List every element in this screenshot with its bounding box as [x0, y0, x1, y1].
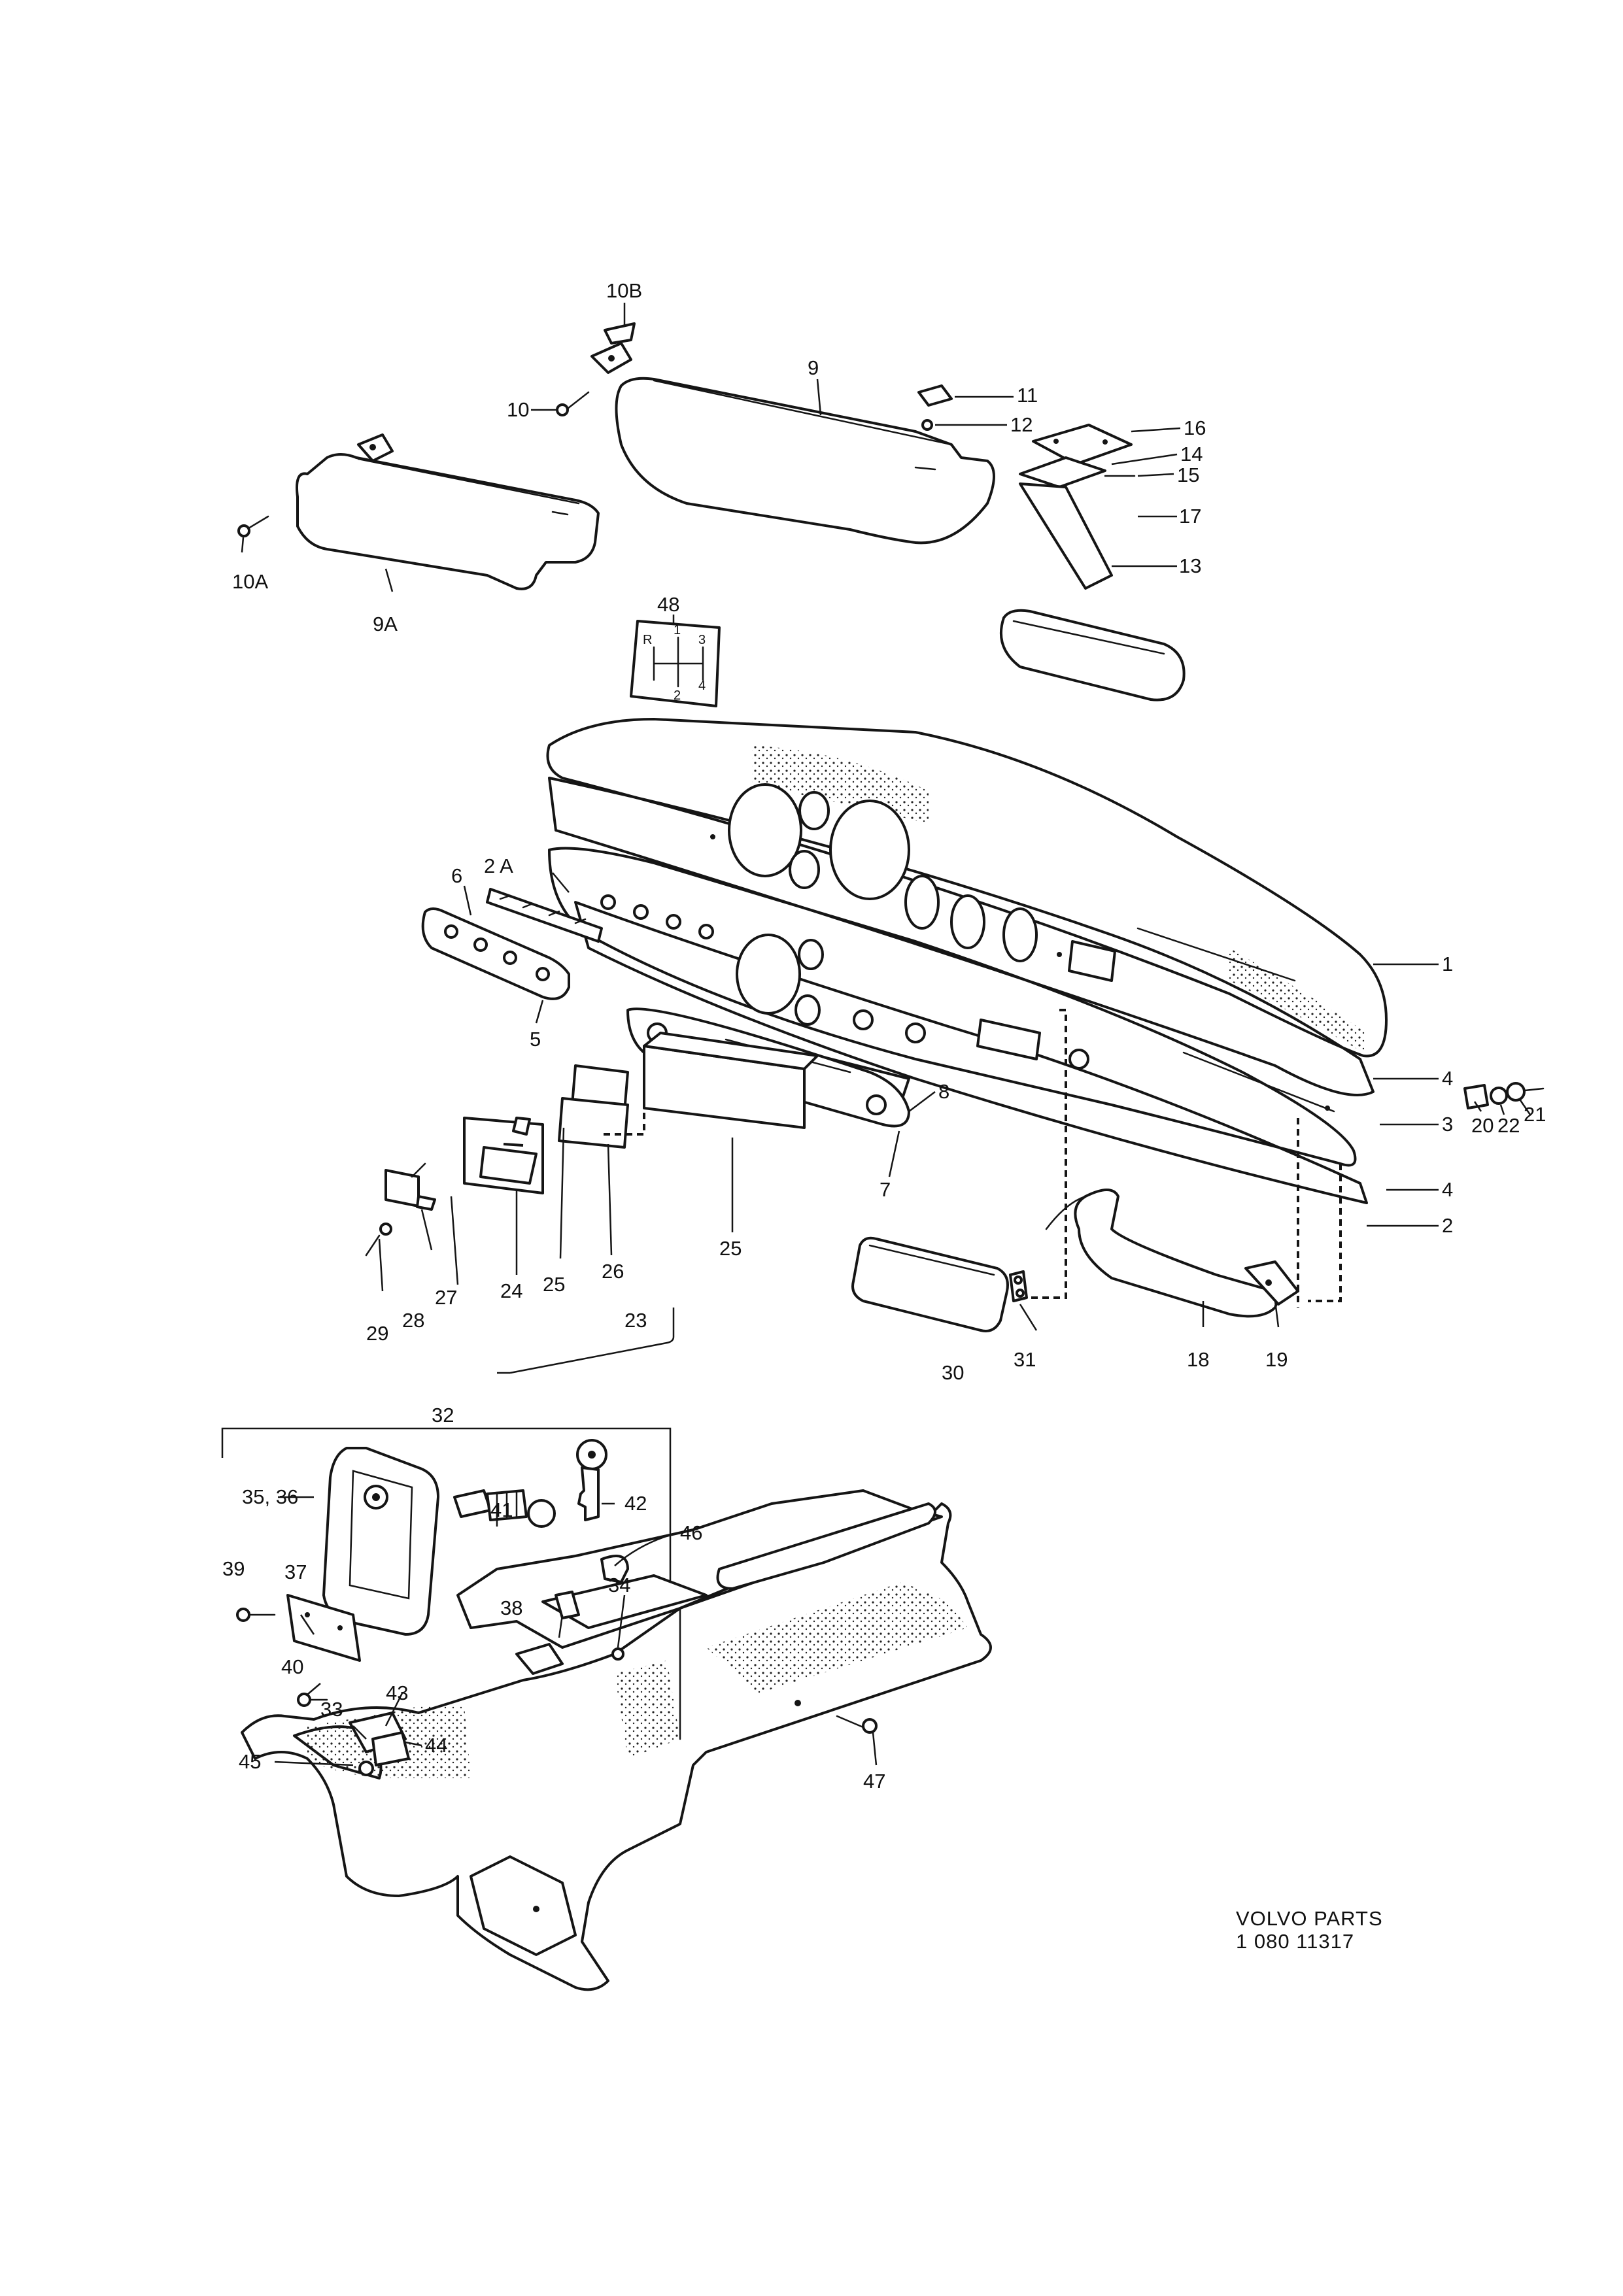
callout-labels: 10B 10 9 11 12 16 14 15 17 13 10A 9A 48 …	[222, 279, 1546, 1793]
callout-6: 6	[451, 864, 462, 887]
callout-48: 48	[657, 593, 679, 616]
callout-41: 41	[490, 1498, 513, 1521]
callout-34: 34	[608, 1574, 630, 1596]
brand-line: VOLVO PARTS	[1236, 1907, 1383, 1930]
callout-10: 10	[507, 398, 529, 421]
shift-label-4: 4	[698, 679, 706, 693]
callout-40: 40	[281, 1655, 303, 1678]
callout-9A: 9A	[373, 613, 398, 635]
callout-13: 13	[1179, 554, 1201, 577]
callout-19: 19	[1265, 1348, 1288, 1371]
callout-5: 5	[530, 1028, 541, 1051]
callout-17: 17	[1179, 505, 1201, 528]
console-lid	[322, 1447, 439, 1636]
callout-31: 31	[1014, 1348, 1036, 1371]
callout-43: 43	[386, 1681, 408, 1704]
callout-2: 2	[1442, 1214, 1453, 1237]
callout-42: 42	[624, 1492, 647, 1515]
callout-44: 44	[425, 1734, 447, 1757]
rear-view-mirror	[999, 424, 1186, 701]
callout-45: 45	[239, 1750, 261, 1773]
callout-8: 8	[938, 1080, 949, 1103]
console-key	[576, 1439, 607, 1521]
shift-label-r: R	[643, 633, 652, 647]
callout-27: 27	[435, 1286, 457, 1309]
glovebox-latch	[1009, 1270, 1028, 1302]
instrument-trim-plate	[421, 888, 603, 1000]
callout-28: 28	[402, 1309, 424, 1332]
callout-30: 30	[942, 1361, 964, 1384]
sun-visor-left	[237, 433, 600, 590]
callout-23: 23	[624, 1309, 647, 1332]
console-hinge-and-fasteners	[236, 1555, 878, 1776]
callout-3: 3	[1442, 1113, 1453, 1136]
callout-11: 11	[1017, 384, 1038, 407]
callout-32: 32	[432, 1404, 454, 1427]
callout-10B: 10B	[606, 279, 642, 302]
document-footer: VOLVO PARTS 1 080 11317	[1236, 1907, 1383, 1953]
callout-20: 20	[1471, 1114, 1494, 1137]
callout-47: 47	[863, 1770, 885, 1793]
glovebox-door	[851, 1236, 1009, 1332]
part-code: 1 080 11317	[1236, 1930, 1354, 1953]
center-console	[241, 1489, 992, 1991]
assembly-guide-lines	[602, 1009, 1342, 1308]
lock-cylinder	[453, 1489, 556, 1528]
dashboard-pad	[546, 718, 1388, 1096]
radio-housing-assembly	[365, 1032, 819, 1257]
callout-15: 15	[1177, 464, 1199, 486]
callout-37: 37	[284, 1561, 307, 1583]
callout-9: 9	[808, 356, 819, 379]
callout-1: 1	[1442, 953, 1453, 975]
callout-12: 12	[1010, 413, 1033, 436]
callout-35-36: 35, 36	[242, 1485, 298, 1508]
callout-24: 24	[500, 1279, 522, 1302]
callout-18: 18	[1187, 1348, 1209, 1371]
shift-label-2: 2	[674, 688, 681, 703]
callout-14: 14	[1180, 443, 1203, 465]
callout-29: 29	[366, 1322, 388, 1345]
callout-4-lower: 4	[1442, 1178, 1453, 1201]
callout-38: 38	[500, 1596, 522, 1619]
callout-25-left: 25	[543, 1273, 565, 1296]
callout-7: 7	[880, 1178, 891, 1201]
callout-26: 26	[602, 1260, 624, 1283]
callout-22: 22	[1497, 1114, 1520, 1137]
callout-16: 16	[1184, 416, 1206, 439]
dashboard-panel	[548, 847, 1368, 1204]
callout-25-right: 25	[719, 1237, 742, 1260]
leader-lines	[221, 303, 1531, 1766]
callout-21: 21	[1524, 1103, 1546, 1126]
callout-33: 33	[320, 1698, 343, 1721]
shift-pattern-decal: R 1 2 3 4	[630, 620, 721, 707]
callout-39: 39	[222, 1557, 245, 1580]
sun-visor-right	[556, 322, 995, 545]
callout-46: 46	[680, 1521, 702, 1544]
callout-2A: 2 A	[484, 854, 513, 877]
shift-label-1: 1	[674, 623, 681, 637]
grab-handle	[1045, 1189, 1299, 1318]
shift-label-3: 3	[698, 633, 706, 647]
callout-10A: 10A	[232, 570, 268, 593]
callout-4-upper: 4	[1442, 1067, 1453, 1090]
dash-fasteners	[1463, 1082, 1545, 1109]
